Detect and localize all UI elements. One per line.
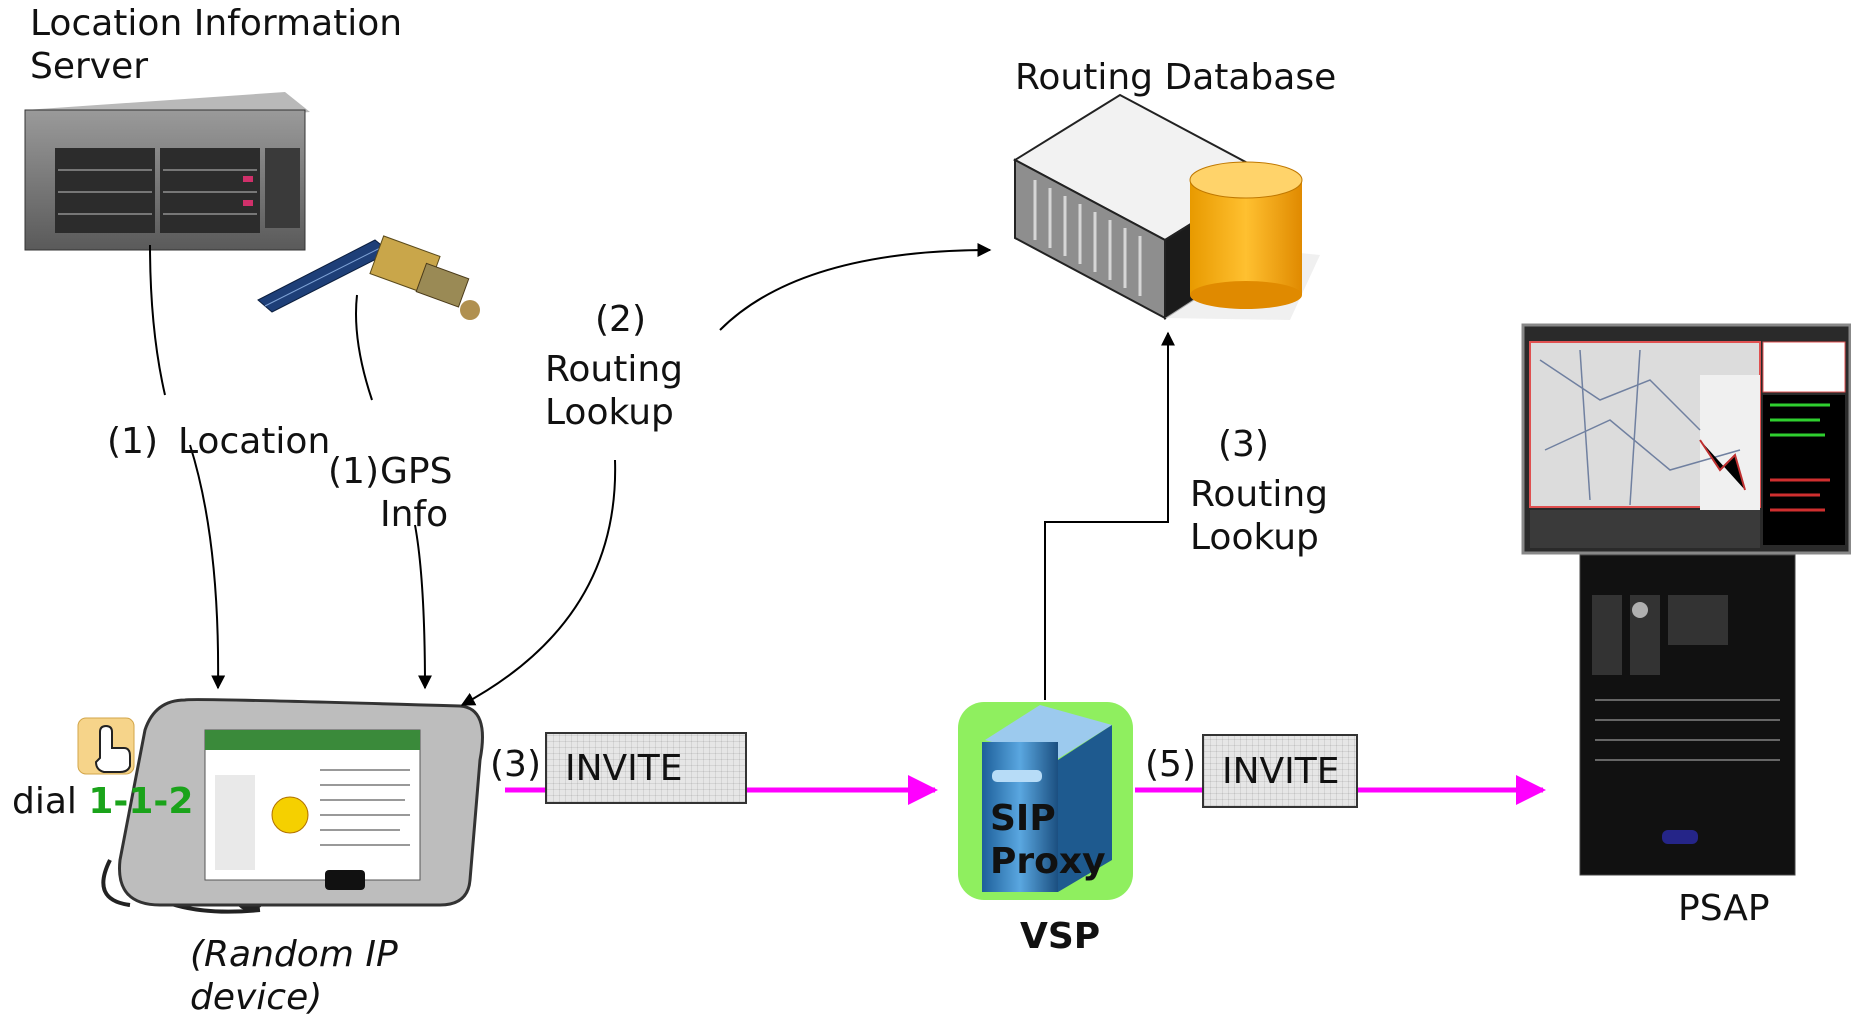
gps-connector-line <box>355 294 373 401</box>
lis-title: Location Information Server <box>30 3 403 88</box>
step5-number: (5) <box>1145 744 1196 785</box>
sip-proxy-server-icon <box>958 702 1133 900</box>
internet-tablet-icon <box>101 698 484 914</box>
gps-satellite-icon <box>257 235 480 320</box>
sip-proxy-label: SIP Proxy <box>990 798 1106 883</box>
pointing-hand-icon <box>77 717 135 775</box>
gps-info-label: GPS Info <box>380 451 453 536</box>
database-server-icon <box>1012 93 1320 320</box>
location-arrow <box>189 444 226 690</box>
invite-message-2: INVITE <box>1202 734 1358 808</box>
location-label: Location <box>178 421 331 462</box>
dial-label: dial 1-1-2 <box>12 780 193 823</box>
psap-label: PSAP <box>1678 888 1770 929</box>
psap-rack-map-icon <box>1521 323 1851 876</box>
routing-lookup-2-label: Routing Lookup <box>545 349 684 434</box>
invite-message-1: INVITE <box>545 732 747 804</box>
vsp-label: VSP <box>1020 916 1101 957</box>
dial-prefix: dial <box>12 781 89 822</box>
dial-number: 1-1-2 <box>88 781 194 822</box>
routing-lookup-2-arrow-up <box>719 243 992 331</box>
gps-info-arrow <box>414 524 432 690</box>
routing-lookup-3-label: Routing Lookup <box>1190 474 1329 559</box>
lis-connector-line <box>149 244 166 396</box>
step1-number: (1) <box>107 421 158 462</box>
step2-number: (2) <box>595 299 646 340</box>
device-caption: (Random IP device) <box>190 934 398 1019</box>
routing-lookup-3-arrow <box>1044 331 1175 700</box>
routing-database-title: Routing Database <box>1015 57 1337 98</box>
rack-server-icon <box>24 92 310 251</box>
step1-gps-number: (1) <box>328 451 379 492</box>
routing-lookup-2-arrow-down <box>460 459 617 706</box>
step3-number-right: (3) <box>1218 424 1269 465</box>
step3-invite-number: (3) <box>490 744 541 785</box>
